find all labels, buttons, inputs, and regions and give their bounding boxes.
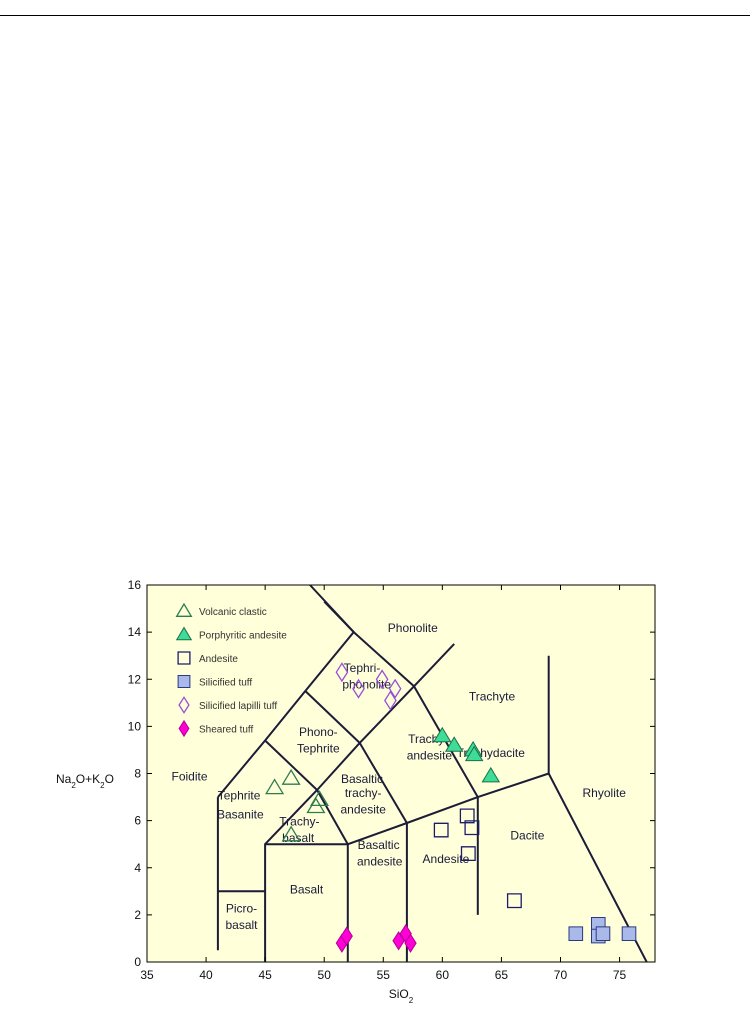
y-axis-title: Na2O+K2O xyxy=(56,772,114,790)
field-label: Phonolite xyxy=(388,621,438,635)
field-label: Foidite xyxy=(171,770,207,784)
legend-marker-porphyritic-andesite xyxy=(175,626,193,641)
field-label: Basalt xyxy=(290,883,324,897)
point-volcanic-clastic xyxy=(281,825,301,842)
top-rule xyxy=(0,15,750,16)
plot-area xyxy=(146,584,656,963)
y-tick-label: 10 xyxy=(128,719,142,733)
point-silicified-lapilli-tuff xyxy=(388,678,402,699)
field-label: Dacite xyxy=(510,829,544,843)
field-label: Basanite xyxy=(217,807,264,821)
x-tick-label: 70 xyxy=(554,968,568,982)
point-silicified-lapilli-tuff xyxy=(335,662,349,683)
point-sheared-tuff xyxy=(340,926,353,946)
y-axis-title-sub2: 2 xyxy=(100,780,105,789)
field-boundary-line xyxy=(264,643,455,962)
point-silicified-tuff xyxy=(568,926,584,941)
field-label: Basaltic xyxy=(341,772,383,786)
y-tick-label: 4 xyxy=(134,861,141,875)
x-tick-label: 35 xyxy=(140,968,154,982)
legend-label-volcanic-clastic: Volcanic clastic xyxy=(199,607,267,618)
point-volcanic-clastic xyxy=(309,790,330,807)
y-axis-title-o: O xyxy=(105,772,114,786)
point-andesite xyxy=(459,808,475,824)
point-silicified-lapilli-tuff xyxy=(352,678,365,699)
field-label: andesite xyxy=(341,803,387,817)
field-label: Basaltic xyxy=(358,838,400,852)
axes: 35 40 45 50 55 60 65 70 75 0 2 4 6 8 10 12 14 16 xyxy=(128,578,655,982)
y-tick-label: 2 xyxy=(134,908,141,922)
point-porphyritic-andesite xyxy=(433,726,452,743)
point-porphyritic-andesite xyxy=(444,736,464,752)
field-label: andesite xyxy=(407,748,453,762)
point-porphyritic-andesite xyxy=(481,766,501,783)
y-tick-label: 8 xyxy=(134,767,141,781)
x-tick-label: 40 xyxy=(199,968,213,982)
point-sheared-tuff xyxy=(404,933,417,953)
field-label: Tephrite xyxy=(297,741,340,755)
point-volcanic-clastic xyxy=(281,768,301,785)
field-label: Trachyte xyxy=(469,690,516,704)
x-tick-label: 60 xyxy=(436,968,450,982)
y-axis-title-ok: O+K xyxy=(76,772,100,786)
data-points xyxy=(265,662,637,953)
field-label: Andesite xyxy=(423,852,470,866)
legend-marker-andesite xyxy=(177,651,191,665)
y-tick-label: 6 xyxy=(134,814,141,828)
x-tick-label: 45 xyxy=(258,968,272,982)
y-axis-title-na: Na xyxy=(56,772,72,786)
legend-marker-sheared-tuff xyxy=(178,719,190,738)
x-axis-title: SiO2 xyxy=(389,987,414,1005)
point-andesite xyxy=(464,820,480,836)
field-boundary-line xyxy=(304,690,408,824)
point-silicified-tuff xyxy=(595,926,611,941)
y-axis-title-sub1: 2 xyxy=(71,780,76,789)
field-label: trachy- xyxy=(345,786,382,800)
field-label: Trachy- xyxy=(279,814,319,828)
field-label: Picro- xyxy=(226,902,257,916)
legend-label-porphyritic-andesite: Porphyritic andesite xyxy=(199,631,287,642)
point-silicified-lapilli-tuff xyxy=(375,669,389,690)
field-label: basalt xyxy=(225,918,258,932)
field-boundary-line xyxy=(264,739,349,845)
field-boundary-line xyxy=(323,600,355,633)
legend-marker-volcanic-clastic xyxy=(175,602,193,617)
point-andesite xyxy=(433,822,449,838)
legend-label-sheared-tuff: Sheared tuff xyxy=(199,725,254,736)
x-tick-label: 65 xyxy=(495,968,509,982)
point-volcanic-clastic xyxy=(265,778,285,795)
legend-marker-silicified-tuff xyxy=(177,675,191,688)
y-tick-label: 12 xyxy=(128,672,142,686)
y-tick-label: 0 xyxy=(134,955,141,969)
legend-label-silicified-lapilli-tuff: Silicified lapilli tuff xyxy=(199,701,277,712)
x-tick-label: 75 xyxy=(613,968,627,982)
field-label: andesite xyxy=(357,854,403,868)
field-label: Rhyolite xyxy=(583,786,627,800)
x-axis-title-sub: 2 xyxy=(409,996,414,1005)
x-tick-label: 50 xyxy=(318,968,332,982)
point-silicified-tuff xyxy=(621,926,637,941)
point-porphyritic-andesite xyxy=(464,745,484,762)
legend-label-andesite: Andesite xyxy=(199,654,238,665)
field-label: Tephrite xyxy=(218,788,261,802)
field-label: Tephri- xyxy=(344,661,381,675)
point-silicified-lapilli-tuff xyxy=(384,690,397,711)
field-label: phonolite xyxy=(342,678,391,692)
x-tick-label: 55 xyxy=(377,968,391,982)
point-andesite xyxy=(460,846,476,862)
field-boundary-line xyxy=(265,772,648,963)
legend-label-silicified-tuff: Silicified tuff xyxy=(199,678,252,689)
legend-marker-silicified-lapilli-tuff xyxy=(178,696,190,714)
point-andesite xyxy=(506,893,522,909)
y-tick-label: 14 xyxy=(128,625,142,639)
field-label: Phono- xyxy=(299,725,338,739)
y-tick-label: 16 xyxy=(128,578,142,592)
x-axis-title-main: SiO xyxy=(389,987,409,1001)
